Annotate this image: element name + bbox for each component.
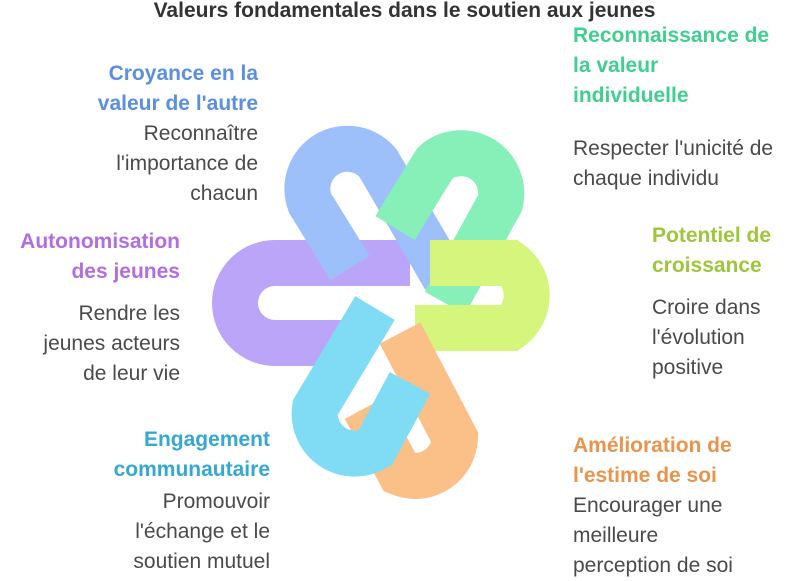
item-potentiel-desc-line: l'évolution (652, 326, 745, 349)
item-potentiel-title-line: croissance (652, 254, 762, 277)
item-croyance-description: Reconnaître l'importance de chacun (60, 119, 258, 209)
item-engagement: Engagement communautaire Promouvoir l'éc… (100, 425, 270, 577)
item-autonomisation-desc-line: jeunes acteurs (43, 332, 180, 355)
knot-band-purple (212, 240, 410, 366)
knot-band-orange (344, 322, 479, 499)
item-reconnaissance: Reconnaissance de la valeur individuelle… (573, 21, 809, 194)
item-engagement-description: Promouvoir l'échange et le soutien mutue… (100, 487, 270, 577)
item-amelioration: Amélioration de l'estime de soi Encourag… (573, 431, 809, 581)
item-amelioration-desc-line: meilleure (573, 524, 659, 547)
knot-band-lime (415, 240, 550, 351)
item-potentiel-desc-line: Croire dans (652, 296, 761, 319)
item-croyance-desc-line: chacun (190, 182, 258, 205)
item-reconnaissance-title-line: Reconnaissance de (573, 24, 770, 47)
item-potentiel-description: Croire dans l'évolution positive (652, 293, 807, 383)
item-reconnaissance-desc-line: Respecter l'unicité de (573, 137, 774, 160)
knot-band-blue (284, 125, 465, 290)
item-autonomisation-desc-line: de leur vie (83, 362, 180, 385)
item-engagement-desc-line: l'échange et le (135, 520, 270, 543)
item-amelioration-title-line: Amélioration de (573, 434, 732, 457)
item-potentiel-title-line: Potentiel de (652, 224, 772, 247)
item-croyance-title-line: valeur de l'autre (97, 92, 258, 115)
item-engagement-title-line: communautaire (113, 458, 270, 481)
item-autonomisation-title-line: des jeunes (71, 260, 180, 283)
item-amelioration-description: Encourager une meilleure perception de s… (573, 491, 809, 581)
item-amelioration-desc-line: perception de soi (573, 554, 733, 577)
item-engagement-desc-line: Promouvoir (162, 490, 270, 513)
item-amelioration-desc-line: Encourager une (573, 494, 723, 517)
item-autonomisation-desc-line: Rendre les (78, 302, 180, 325)
item-potentiel-title: Potentiel de croissance (652, 221, 807, 281)
knot-band-green (375, 130, 525, 315)
item-amelioration-title: Amélioration de l'estime de soi (573, 431, 809, 491)
item-potentiel: Potentiel de croissance Croire dans l'év… (652, 221, 807, 383)
knot-band-cyan (291, 296, 431, 477)
item-autonomisation-description: Rendre les jeunes acteurs de leur vie (0, 299, 180, 389)
item-croyance-title-line: Croyance en la (108, 62, 258, 85)
item-reconnaissance-title-line: la valeur (573, 54, 659, 77)
item-engagement-title-line: Engagement (143, 428, 270, 451)
item-engagement-desc-line: soutien mutuel (133, 550, 270, 573)
item-croyance-desc-line: Reconnaître (143, 122, 258, 145)
item-reconnaissance-title: Reconnaissance de la valeur individuelle (573, 21, 809, 111)
item-reconnaissance-desc-line: chaque individu (573, 167, 719, 190)
item-amelioration-title-line: l'estime de soi (573, 464, 717, 487)
item-croyance-title: Croyance en la valeur de l'autre (60, 59, 258, 119)
diagram-title: Valeurs fondamentales dans le soutien au… (153, 0, 656, 22)
item-engagement-title: Engagement communautaire (100, 425, 270, 485)
item-croyance: Croyance en la valeur de l'autre Reconna… (60, 59, 258, 209)
item-autonomisation-title-line: Autonomisation (20, 230, 180, 253)
item-autonomisation: Autonomisation des jeunes Rendre les jeu… (0, 227, 180, 389)
item-reconnaissance-title-line: individuelle (573, 84, 689, 107)
interlocking-knot-graphic (212, 125, 550, 499)
item-croyance-desc-line: l'importance de (116, 152, 258, 175)
item-reconnaissance-description: Respecter l'unicité de chaque individu (573, 134, 809, 194)
item-potentiel-desc-line: positive (652, 356, 724, 379)
item-autonomisation-title: Autonomisation des jeunes (0, 227, 180, 287)
